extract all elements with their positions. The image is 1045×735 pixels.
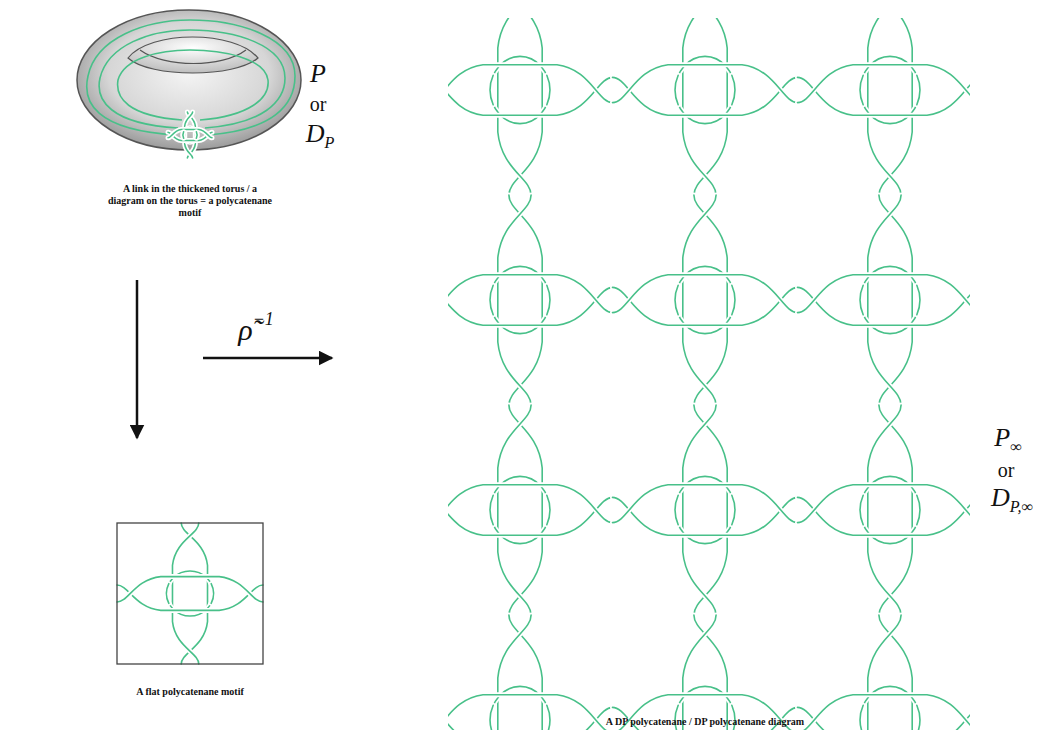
subscript: P,∞ (1010, 498, 1033, 515)
superscript: −1 (253, 309, 274, 329)
subscript: P (324, 134, 334, 151)
map-symbol: ρ̃ (238, 313, 252, 346)
lift-arrow (203, 357, 332, 360)
figure-caption: A link in the thickened torus / a diagra… (108, 183, 273, 219)
symbol-group: P (310, 60, 326, 89)
polycatenane-lattice (448, 18, 970, 730)
symbol-group: P∞ (994, 424, 1021, 455)
subscript: ∞ (1010, 438, 1021, 455)
or-word: or (998, 459, 1015, 481)
symbol-group: DP (306, 120, 335, 151)
torus-figure (77, 10, 301, 158)
link-symbol: P (994, 423, 1010, 452)
diagram-symbol: D (991, 483, 1010, 512)
symbol-group: DP,∞ (991, 484, 1033, 515)
or-word: or (310, 93, 327, 115)
projection-arrow (136, 280, 139, 438)
flat-motif (117, 523, 263, 664)
link-symbol: P (310, 59, 326, 88)
symbol-group: or (998, 459, 1015, 481)
figure-caption: A DP polycatenane / DP polycatenane diag… (545, 716, 865, 728)
map-label: ρ̃−1 (238, 310, 274, 346)
symbol-group: or (310, 93, 327, 115)
figure-caption: A flat polycatenane motif (100, 686, 280, 698)
diagram-symbol: D (306, 119, 325, 148)
